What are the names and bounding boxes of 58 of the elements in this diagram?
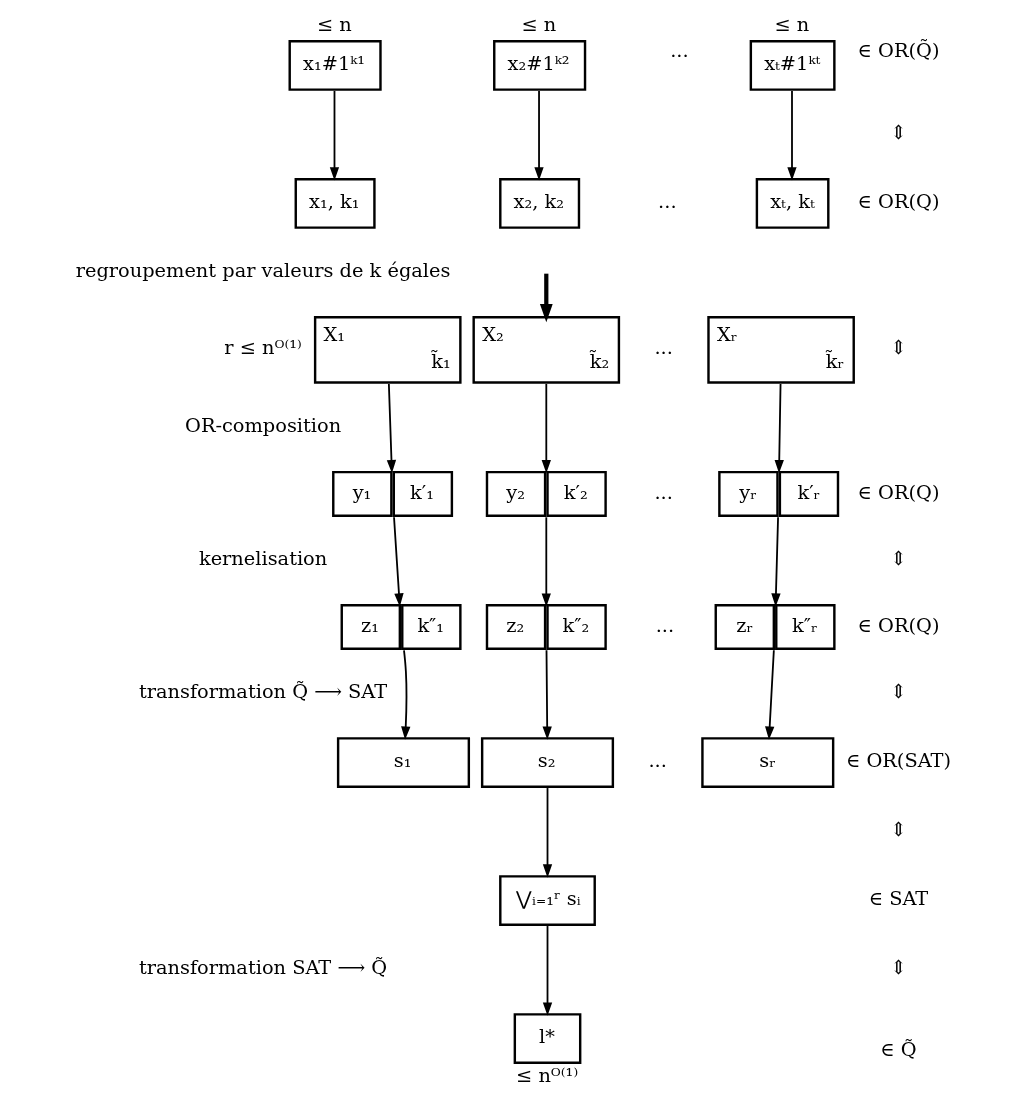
label: ⇕	[890, 818, 907, 842]
label: ∈ SAT	[868, 887, 929, 911]
node-box: s₁	[336, 737, 471, 788]
arrow	[774, 383, 784, 474]
label: r ≤ nᴼ⁽¹⁾	[224, 336, 302, 360]
label: ∈ OR(SAT)	[845, 749, 952, 773]
label: ...	[655, 613, 675, 637]
arrow	[787, 90, 797, 181]
node-box: Xᵣ k̃ᵣ	[707, 316, 855, 384]
label: ∈ OR(Q̃)	[857, 38, 940, 62]
node-label: ≤ n	[774, 13, 810, 37]
arrow	[765, 649, 775, 740]
label: ⇕	[890, 336, 907, 360]
arrow	[386, 383, 397, 474]
label: ...	[658, 190, 677, 214]
arrow	[541, 383, 551, 474]
label: OR-composition	[185, 413, 342, 437]
label: transformation Q̃ ⟶ SAT	[138, 680, 388, 704]
node-box: x₂, k₂	[499, 178, 581, 229]
label: ∈ OR(Q)	[857, 480, 940, 504]
label: regroupement par valeurs de k égales	[75, 259, 451, 283]
node-box: x₁, k₁	[294, 178, 376, 229]
label: ...	[654, 336, 673, 360]
arrow	[541, 516, 551, 607]
arrow	[542, 787, 553, 878]
node-label: ≤ n	[521, 13, 557, 37]
node-box: xₜ#1ᵏᵗ	[749, 40, 836, 91]
node-box: xₜ, kₜ	[755, 178, 830, 229]
label: ∈ OR(Q)	[857, 190, 940, 214]
arrow	[329, 90, 340, 181]
node-label: ≤ nᴼ⁽¹⁾	[516, 1063, 579, 1087]
node-box: X₁ k̃₁	[313, 316, 462, 384]
label: ⇕	[890, 547, 907, 571]
label: transformation SAT ⟶ Q̃	[138, 956, 388, 980]
node-box: x₂#1ᵏ²	[493, 40, 587, 91]
node-box: ⋁ᵢ₌₁ʳ sᵢ	[499, 875, 596, 926]
label: kernelisation	[198, 547, 328, 571]
arrow	[534, 90, 544, 181]
arrow	[393, 516, 404, 607]
arrow	[542, 649, 552, 740]
label: ...	[654, 480, 673, 504]
label: ...	[648, 749, 667, 773]
node-box: sᵣ	[701, 737, 835, 788]
label: ⇕	[890, 956, 907, 980]
arrow	[542, 925, 553, 1016]
label: ⇕	[890, 680, 907, 704]
node-label: ≤ n	[316, 13, 352, 37]
node-box: x₁#1ᵏ¹	[288, 40, 382, 91]
node-box: s₂	[480, 737, 615, 788]
arrow	[401, 649, 411, 740]
node-box: l*	[513, 1013, 582, 1064]
label: ∈ Q̃	[880, 1038, 917, 1062]
label: ...	[670, 38, 689, 62]
node-box: X₂ k̃₂	[472, 316, 621, 384]
label: ⇕	[890, 121, 907, 145]
arrow	[771, 516, 781, 607]
arrow	[539, 273, 553, 323]
label: ∈ OR(Q)	[857, 613, 940, 637]
